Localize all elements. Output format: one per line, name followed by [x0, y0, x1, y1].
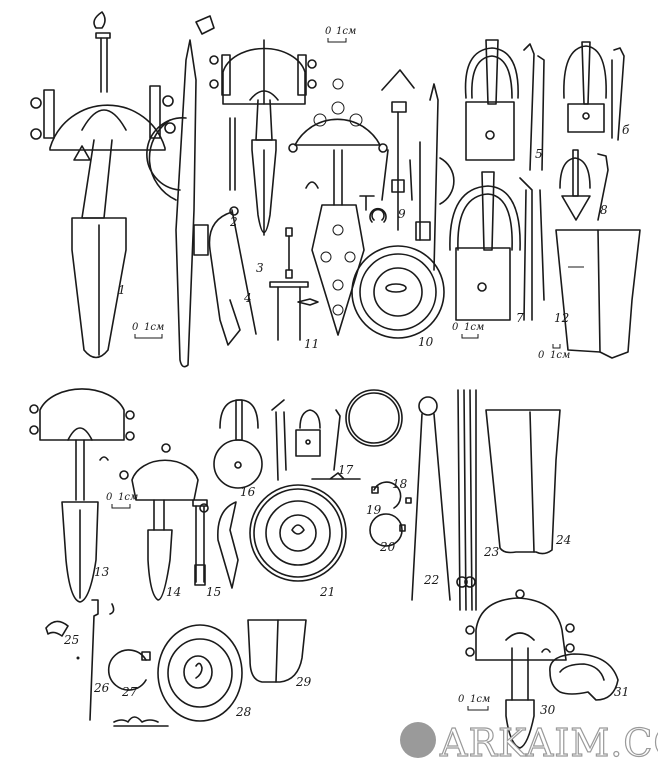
figure-number-13: 13 — [94, 565, 110, 579]
scale-bar: 0 1см — [458, 694, 490, 711]
scale-zero: 0 — [452, 322, 459, 333]
scale-zero: 0 — [106, 492, 113, 503]
artifact-5-buckle — [464, 39, 545, 171]
scale-zero: 0 — [325, 26, 332, 37]
figure-number-20: 20 — [379, 540, 396, 554]
figure-number-7: 7 — [516, 311, 524, 325]
scale-unit: 1см — [464, 322, 484, 333]
figure-number-28: 28 — [235, 705, 252, 719]
artifact-2-dagger — [209, 39, 317, 236]
artifact-28-disc — [157, 624, 243, 722]
scale-zero: 0 — [132, 322, 139, 333]
artifact-21-spiral — [249, 484, 347, 582]
artifact-4-fibula — [208, 206, 257, 346]
figure-number-18: 18 — [392, 477, 408, 491]
figure-number-10: 10 — [418, 335, 434, 349]
artifact-7-buckle — [449, 171, 545, 321]
figure-number-19: 19 — [366, 503, 382, 517]
artifact-24-vessel — [485, 409, 561, 555]
watermark-text: ARKAIM.CO — [439, 721, 658, 765]
figure-number-31: 31 — [614, 685, 629, 699]
figure-number-30: 30 — [540, 703, 556, 717]
scale-zero: 0 — [538, 350, 545, 361]
figure-number-12: 12 — [554, 311, 569, 325]
artifact-3-ornament — [288, 78, 388, 336]
figure-number-8: 8 — [600, 203, 608, 217]
watermark-dot — [400, 722, 436, 758]
scale-zero: 0 — [458, 694, 465, 705]
figure-number-6: б — [622, 123, 630, 137]
artifact-29-cup — [247, 619, 307, 683]
figure-number-16: 16 — [240, 485, 256, 499]
scale-bar: 0 1см — [538, 344, 570, 361]
artifact-16-buckle — [213, 399, 341, 489]
figure-number-21: 21 — [319, 585, 335, 599]
figure-number-22: 22 — [423, 573, 439, 587]
artifact-17-18-rings — [311, 389, 403, 480]
artifact-sword — [146, 15, 215, 368]
artifact-12-vessel — [555, 229, 641, 359]
artifact-15-pin — [192, 499, 208, 586]
scale-unit: 1см — [470, 694, 490, 705]
scale-bar: 0 1см — [452, 322, 484, 339]
figure-number-4: 4 — [243, 291, 252, 305]
figure-number-11: 11 — [304, 337, 319, 351]
artifact-22-tongs — [405, 396, 451, 601]
figure-number-5: 5 — [535, 147, 543, 161]
figure-number-23: 23 — [483, 545, 500, 559]
scale-unit: 1см — [336, 26, 356, 37]
figure-number-29: 29 — [295, 675, 312, 689]
figure-number-25: 25 — [63, 633, 79, 647]
scale-bar: 0 1см — [325, 26, 356, 43]
figure-number-9: 9 — [398, 207, 406, 221]
artifact-8-buckle — [559, 149, 609, 221]
artifact-23-rods — [456, 389, 477, 611]
artifact-19-20-rings — [369, 481, 406, 547]
artifact-11-pendant — [269, 227, 319, 341]
figure-number-14: 14 — [166, 585, 181, 599]
scale-unit: 1см — [118, 492, 138, 503]
scale-bar: 0 1см — [106, 492, 138, 509]
figure-number-2: 2 — [229, 215, 238, 229]
figure-number-27: 27 — [121, 685, 138, 699]
artifact-31-ring — [549, 653, 619, 701]
figure-number-15: 15 — [206, 585, 221, 599]
scale-bar: 0 1см — [132, 322, 164, 339]
artifact-fibula-small — [217, 501, 239, 589]
artifact-1-dagger — [30, 11, 176, 359]
artifact-10-spiral — [351, 83, 455, 339]
artifact-13-dagger — [29, 388, 135, 603]
figure-number-3: 3 — [256, 261, 264, 275]
scale-unit: 1см — [550, 350, 570, 361]
artifact-6-buckle — [563, 41, 625, 141]
scale-unit: 1см — [144, 322, 164, 333]
artifact-30-dagger — [465, 589, 575, 749]
artifact-9-earring — [369, 207, 387, 223]
figure-number-1: 1 — [118, 283, 126, 297]
artifact-hook-fibula — [381, 69, 415, 231]
figure-number-17: 17 — [338, 463, 354, 477]
watermark: ARKAIM.CO — [400, 720, 658, 766]
figure-number-26: 26 — [93, 681, 110, 695]
figure-number-24: 24 — [555, 533, 571, 547]
artifact-25-27-small — [45, 599, 169, 727]
